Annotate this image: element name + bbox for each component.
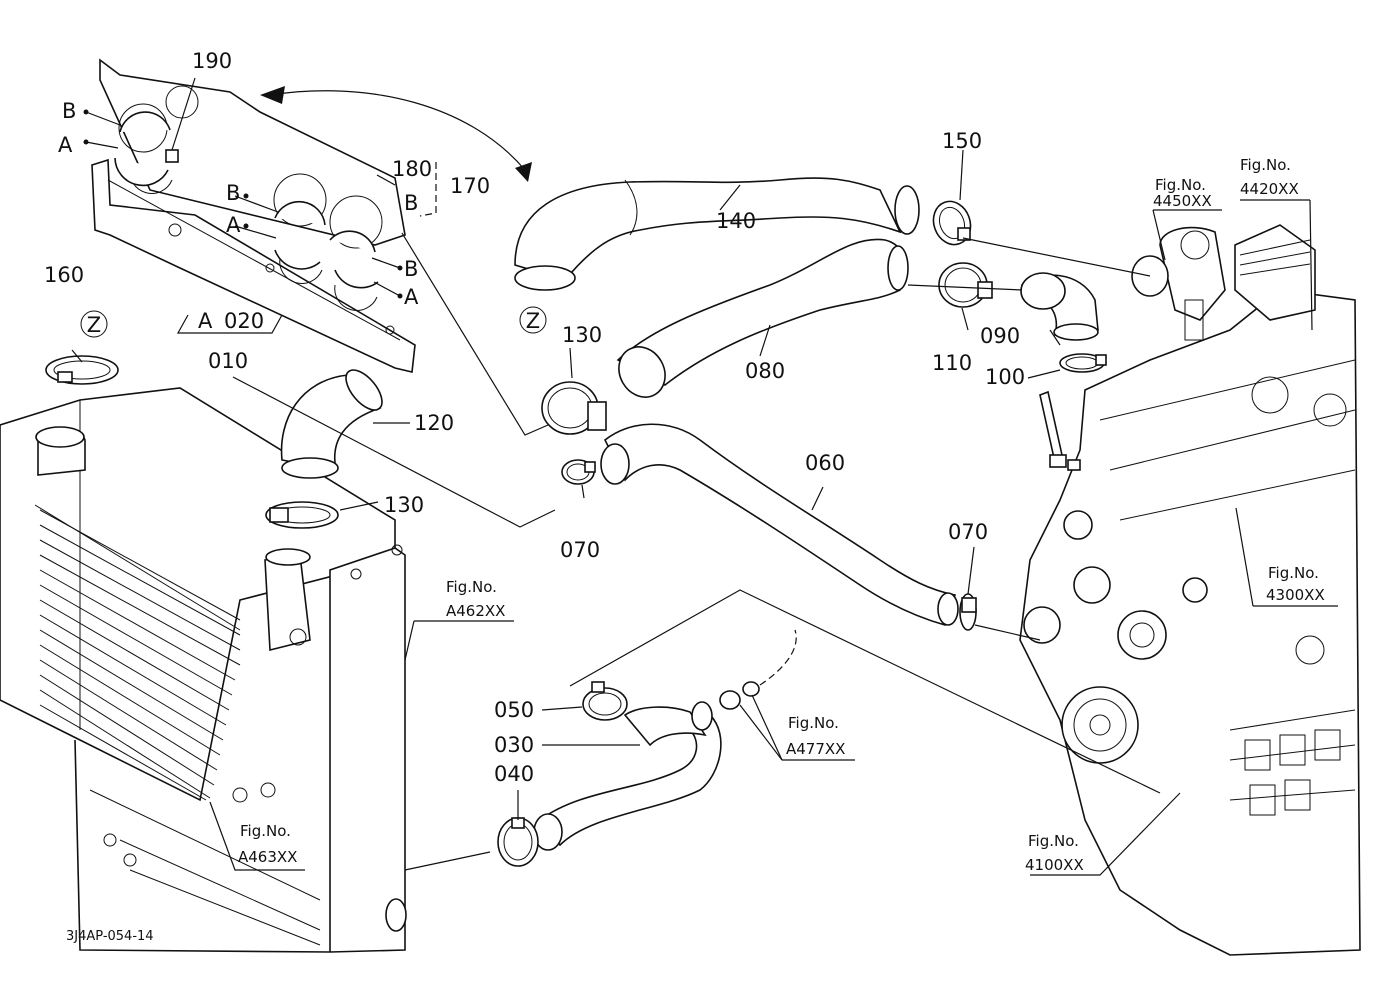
fig-ref-A477: A477XX — [786, 740, 845, 758]
fig-ref-4450: 4450XX — [1153, 192, 1212, 210]
fig-label: Fig.No. — [240, 822, 291, 840]
fig-label: Fig.No. — [1028, 832, 1079, 850]
label-020: 020 — [224, 309, 264, 333]
label-170: 170 — [450, 174, 490, 198]
glow-bolt — [1039, 390, 1081, 471]
hose-clamp-040 — [497, 817, 539, 867]
label-190: 190 — [192, 49, 232, 73]
label-120: 120 — [414, 411, 454, 435]
hose-clamp-160 — [45, 355, 119, 385]
letter-a: A — [404, 285, 419, 309]
z-marker-label: Z — [87, 313, 101, 337]
part-labels: 190 180 170 160 150 140 130 130 120 110 … — [44, 49, 1025, 786]
label-130-lower: 130 — [384, 493, 424, 517]
label-060: 060 — [805, 451, 845, 475]
elbow-hose-090 — [1020, 272, 1099, 341]
cooler-fins — [39, 509, 241, 801]
hose-clamp-150 — [932, 200, 972, 246]
hose-clamp-130-lower — [265, 501, 339, 529]
label-040: 040 — [494, 762, 534, 786]
figure-references: Fig.No. 4450XX Fig.No. 4420XX Fig.No. 43… — [238, 156, 1325, 874]
fig-ref-4420: 4420XX — [1240, 180, 1299, 198]
clamp-bands — [114, 111, 379, 289]
letter-b: B — [404, 257, 418, 281]
engine-block — [1019, 289, 1361, 956]
label-150: 150 — [942, 129, 982, 153]
throttle-body-4450 — [1131, 226, 1226, 341]
letter-a: A — [226, 213, 241, 237]
letter-a: A — [198, 309, 213, 333]
label-130-upper: 130 — [562, 323, 602, 347]
curved-arrow-icon — [260, 86, 532, 182]
z-marker-label: Z — [526, 309, 540, 333]
label-100: 100 — [985, 365, 1025, 389]
fig-label: Fig.No. — [788, 714, 839, 732]
fig-label: Fig.No. — [446, 578, 497, 596]
hose-clamp-110 — [938, 262, 993, 308]
radiator-frame — [74, 544, 407, 953]
label-070-left: 070 — [560, 538, 600, 562]
fig-ref-4300: 4300XX — [1266, 586, 1325, 604]
intercooler — [0, 387, 396, 803]
label-080: 080 — [745, 359, 785, 383]
egr-cooler-4420 — [1234, 224, 1316, 321]
label-010: 010 — [208, 349, 248, 373]
fig-ref-A462: A462XX — [446, 602, 505, 620]
letter-b: B — [226, 181, 240, 205]
drawing-code: 3J4AP-054-14 — [66, 929, 154, 944]
letter-b: B — [62, 99, 76, 123]
hose-080 — [616, 238, 909, 398]
label-070-right: 070 — [948, 520, 988, 544]
label-140: 140 — [716, 209, 756, 233]
hose-clamp-100 — [1059, 353, 1107, 373]
label-090: 090 — [980, 324, 1020, 348]
hose-060 — [600, 423, 959, 626]
label-050: 050 — [494, 698, 534, 722]
fitting-A477 — [719, 629, 797, 710]
bracket-020 — [91, 158, 416, 373]
hose-clamp-050 — [582, 681, 628, 721]
fig-ref-4100: 4100XX — [1025, 856, 1084, 874]
z-marker-right: Z — [519, 306, 547, 334]
leader-lines — [71, 111, 1338, 876]
bolt-190 — [165, 77, 196, 163]
label-110: 110 — [932, 351, 972, 375]
hose-clamp-130-upper — [541, 381, 607, 435]
elbow-hose-120 — [280, 369, 383, 479]
fig-label: Fig.No. — [1268, 564, 1319, 582]
letter-a: A — [58, 133, 73, 157]
hose-140 — [514, 177, 920, 291]
fig-label: Fig.No. — [1155, 176, 1206, 194]
z-marker-left: Z — [80, 310, 108, 338]
fig-ref-A463: A463XX — [238, 848, 297, 866]
hose-clamp-070-left — [561, 459, 596, 485]
hose-030 — [533, 701, 722, 851]
label-030: 030 — [494, 733, 534, 757]
letter-markers: B A B A B A B A — [58, 99, 419, 333]
fig-label: Fig.No. — [1240, 156, 1291, 174]
label-180: 180 — [392, 157, 432, 181]
hose-clamp-070-right — [959, 593, 977, 631]
letter-b: B — [404, 191, 418, 215]
label-160: 160 — [44, 263, 84, 287]
